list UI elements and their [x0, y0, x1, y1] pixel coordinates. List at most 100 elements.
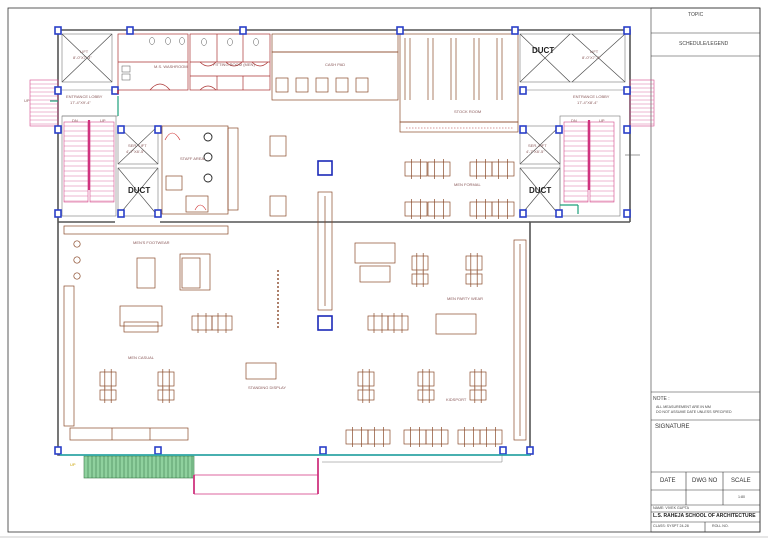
service-lift-left: SER. LIFT: [128, 143, 147, 148]
note-line-2: DO NOT ASSUME DATE UNLESS SPECIFIED: [656, 410, 732, 414]
display-rack: [491, 161, 515, 177]
structural-column: [117, 125, 125, 134]
structural-column: [511, 26, 519, 35]
structural-column: [623, 125, 631, 134]
display-rack: [367, 315, 389, 331]
structural-column: [526, 446, 534, 455]
duct-top-right: DUCT: [532, 46, 555, 55]
display-rack: [357, 389, 375, 401]
up-label-left: UP: [24, 98, 30, 103]
lift-right-dim: 8'-0"X7'-3": [582, 55, 601, 60]
display-rack: [469, 389, 487, 401]
structural-column: [519, 125, 527, 134]
structural-column: [154, 446, 162, 455]
display-rack: [345, 429, 369, 445]
display-rack: [404, 161, 428, 177]
display-rack: [387, 315, 409, 331]
note-heading: NOTE :: [653, 396, 670, 402]
roll-number-label: ROLL NO.: [712, 524, 729, 528]
display-rack: [157, 371, 175, 387]
structural-column: [126, 26, 134, 35]
up-label-left-stair: UP: [100, 118, 106, 123]
school-name: L.S. RAHEJA SCHOOL OF ARCHITECTURE: [653, 513, 756, 519]
display-rack: [411, 273, 429, 285]
structural-column: [54, 86, 62, 95]
display-rack: [99, 389, 117, 401]
mens-footwear-label: MEN'S FOOTWEAR: [133, 240, 170, 245]
standing-display-label: STANDING DISPLAY: [248, 385, 287, 390]
display-rack: [465, 273, 483, 285]
structural-column: [154, 209, 162, 218]
structural-column: [555, 125, 563, 134]
class-label: CLASS: SYSPT 24-28: [653, 524, 689, 528]
note-line-1: ALL MEASUREMENT ARE IN MM: [656, 405, 711, 409]
display-rack: [469, 201, 493, 217]
schedule-legend-label: SCHEDULE/LEGEND: [679, 41, 729, 47]
structural-column: [519, 209, 527, 218]
up-label-entrance: UP: [70, 462, 76, 467]
fitting-room-label: FITTING ROOM (MEN): [213, 62, 255, 67]
structural-column: [111, 86, 119, 95]
display-rack: [211, 315, 233, 331]
washroom-label: M.S. WASHROOM: [154, 64, 188, 69]
display-rack: [479, 429, 503, 445]
name-label: NAME: VIVEK GUPTA: [653, 506, 690, 510]
scale-value: 1:80: [738, 495, 745, 499]
display-rack: [425, 429, 449, 445]
men-formal-label: MEN FORMAL: [454, 182, 481, 187]
structural-column: [54, 209, 62, 218]
topic-label: TOPIC: [688, 12, 704, 18]
dn-label-left: DN: [72, 118, 78, 123]
structural-column: [623, 26, 631, 35]
display-rack: [191, 315, 213, 331]
display-rack: [367, 429, 391, 445]
entrance-lobby-left: ENTRANCE LOBBY: [66, 94, 103, 99]
display-rack: [403, 429, 427, 445]
display-rack: [427, 201, 451, 217]
service-lift-left-dim: 4'-7"X8'-5": [126, 149, 145, 154]
dn-label-right: DN: [571, 118, 577, 123]
lift-right-label: LIFT: [590, 49, 599, 54]
duct-left: DUCT: [128, 186, 151, 195]
structural-column: [555, 209, 563, 218]
duct-right: DUCT: [529, 186, 552, 195]
drawing-number-label: DWG NO: [692, 478, 718, 484]
staff-area-label: STAFF AREA: [180, 156, 205, 161]
display-rack: [491, 201, 515, 217]
lift-left-dim: 8'-0"X7'-3": [73, 55, 92, 60]
entrance-lobby-left-dim: 17'-4"X9'-4": [70, 100, 91, 105]
structural-column: [239, 26, 247, 35]
structural-column: [154, 125, 162, 134]
structural-column: [396, 26, 404, 35]
display-rack: [427, 161, 451, 177]
display-rack: [99, 371, 117, 387]
men-party-wear-label: MEN PARTY WEAR: [447, 296, 484, 301]
display-rack: [469, 161, 493, 177]
entrance-ramp: [60, 454, 530, 495]
stock-room-label: STOCK ROOM: [454, 109, 482, 114]
structural-column: [623, 209, 631, 218]
lift-left-label: LIFT: [80, 49, 89, 54]
title-block: [650, 7, 761, 533]
structural-column: [519, 86, 527, 95]
display-rack: [417, 371, 435, 387]
structural-column: [54, 26, 62, 35]
service-lift-right: SER. LIFT: [528, 143, 547, 148]
display-rack: [157, 389, 175, 401]
structural-column: [499, 446, 507, 455]
scale-label: SCALE: [731, 478, 751, 484]
display-rack: [417, 389, 435, 401]
display-rack: [469, 371, 487, 387]
display-rack: [457, 429, 481, 445]
men-casual-label: MEN CASUAL: [128, 355, 155, 360]
display-rack: [465, 255, 483, 271]
cash-pad-label: CASH PAD: [325, 62, 346, 67]
signature-label: SIGNATURE: [655, 424, 690, 430]
entrance-lobby-right: ENTRANCE LOBBY: [573, 94, 610, 99]
display-rack: [404, 201, 428, 217]
display-rack: [357, 371, 375, 387]
entrance-lobby-right-dim: 17'-4"X8'-4": [577, 100, 598, 105]
up-label-right-stair: UP: [599, 118, 605, 123]
